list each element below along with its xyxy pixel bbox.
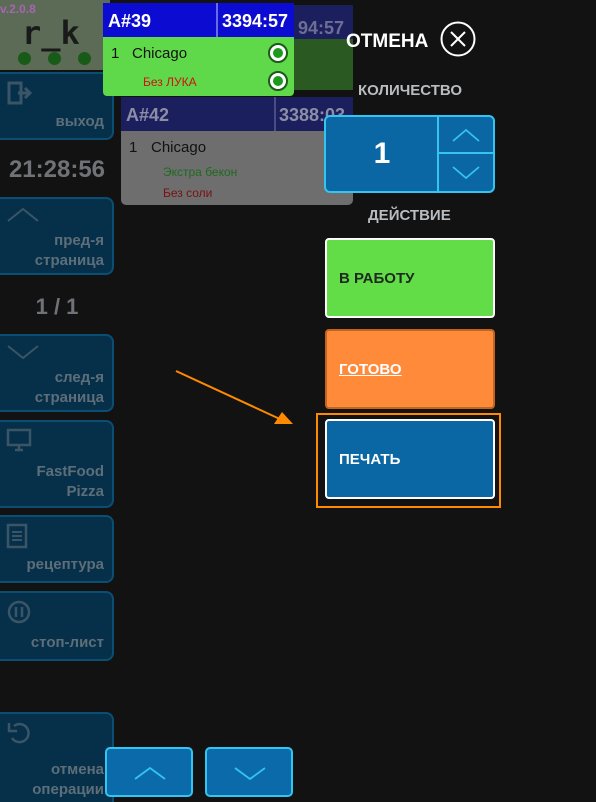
annotation-arrow-icon — [175, 370, 293, 424]
order-card-header: A#39 3394:57 — [103, 3, 294, 37]
prev-page-button[interactable]: пред-я страница — [0, 197, 114, 275]
exit-label: выход — [55, 113, 105, 130]
version-label: v.2.0.8 — [0, 2, 36, 16]
status-dot — [78, 52, 91, 65]
quantity-increase-button[interactable] — [439, 117, 493, 154]
logo-text: r_k — [22, 14, 80, 52]
quantity-stepper[interactable]: 1 — [324, 115, 495, 193]
order-number: A#39 — [108, 11, 152, 31]
item-name: Chicago — [151, 139, 207, 156]
chevron-up-icon — [134, 766, 166, 780]
clock: 21:28:56 — [8, 156, 106, 183]
station-label-1: FastFood — [36, 463, 105, 480]
status-dot — [18, 52, 31, 65]
order-card-underlay: 94:57 — [294, 5, 353, 90]
chevron-down-icon — [452, 166, 480, 180]
close-icon — [440, 21, 476, 57]
monitor-icon — [6, 428, 32, 452]
recipe-label: рецептура — [26, 556, 105, 573]
header-divider — [274, 97, 276, 131]
chevron-down-icon — [234, 767, 266, 781]
order-number: A#42 — [126, 105, 170, 125]
next-page-label-2: страница — [34, 389, 104, 406]
underlay-timer-tail: 94:57 — [298, 18, 345, 38]
chevron-up-icon — [452, 128, 480, 142]
underlay-header — [294, 5, 353, 39]
item-qty: 1 — [129, 139, 138, 156]
stop-list-label: стоп-лист — [30, 634, 104, 651]
chevron-up-icon — [7, 207, 39, 222]
stop-list-button[interactable]: стоп-лист — [0, 591, 114, 661]
print-label: ПЕЧАТЬ — [339, 451, 401, 468]
to-work-label: В РАБОТУ — [339, 270, 415, 287]
quantity-label: КОЛИЧЕСТВО — [358, 82, 463, 99]
action-label: ДЕЙСТВИЕ — [368, 207, 451, 224]
logo: v.2.0.8 r_k — [0, 0, 110, 70]
prev-page-label-2: страница — [34, 252, 104, 269]
quantity-value: 1 — [373, 137, 391, 170]
page-indicator: 1 / 1 — [35, 294, 79, 319]
item-modifier: Без соли — [163, 186, 213, 200]
item-name: Chicago — [132, 45, 188, 62]
done-button[interactable]: ГОТОВО — [325, 329, 495, 409]
cancel-button[interactable]: ОТМЕНА — [344, 20, 480, 60]
item-status-circle-icon[interactable] — [268, 43, 288, 63]
order-timer: 3394:57 — [222, 11, 289, 31]
chevron-down-icon — [7, 345, 39, 360]
document-icon — [6, 523, 28, 549]
done-label: ГОТОВО — [339, 361, 402, 378]
next-page-label-1: след-я — [54, 369, 104, 386]
item-qty: 1 — [111, 45, 120, 62]
scroll-up-button[interactable] — [105, 747, 193, 797]
item-modifier: Экстра бекон — [163, 165, 238, 179]
station-button[interactable]: FastFood Pizza — [0, 420, 114, 508]
exit-door-icon — [7, 81, 32, 105]
order-card-header: A#42 3388:03 — [121, 97, 353, 131]
stepper-divider — [437, 117, 439, 191]
next-page-button[interactable]: след-я страница — [0, 334, 114, 412]
undo-label-2: операции — [32, 781, 104, 798]
print-button[interactable]: ПЕЧАТЬ — [325, 419, 495, 499]
order-card-selected[interactable]: A#39 3394:57 1 Chicago Без ЛУКА — [103, 3, 294, 96]
order-card[interactable]: A#42 3388:03 1 Chicago Экстра бекон Без … — [121, 97, 353, 205]
to-work-button[interactable]: В РАБОТУ — [325, 238, 495, 318]
highlight-box — [316, 413, 501, 508]
pause-circle-icon — [7, 600, 31, 624]
undo-icon — [7, 722, 30, 744]
cancel-label: ОТМЕНА — [346, 31, 429, 52]
exit-button[interactable]: выход — [0, 72, 114, 140]
station-label-2: Pizza — [66, 483, 104, 500]
quantity-decrease-button[interactable] — [439, 154, 493, 191]
undo-button[interactable]: отмена операции — [0, 712, 114, 802]
undo-label-1: отмена — [51, 761, 104, 778]
recipe-button[interactable]: рецептура — [0, 515, 114, 583]
item-modifier: Без ЛУКА — [143, 75, 197, 89]
status-dot — [48, 52, 61, 65]
modifier-status-circle-icon[interactable] — [268, 71, 288, 91]
prev-page-label-1: пред-я — [54, 232, 104, 249]
header-divider — [216, 3, 218, 37]
scroll-down-button[interactable] — [205, 747, 293, 797]
